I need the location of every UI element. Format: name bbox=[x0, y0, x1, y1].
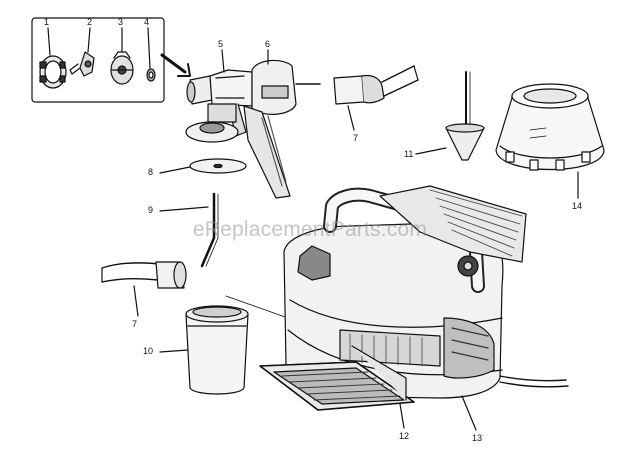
spray-gun bbox=[185, 59, 321, 199]
watermark-text: eReplacementParts.com bbox=[192, 218, 428, 241]
callout-11: 11 bbox=[404, 149, 414, 159]
part-14-cover bbox=[495, 83, 605, 199]
callout-10: 10 bbox=[143, 346, 154, 356]
callout-5: 5 bbox=[218, 39, 224, 49]
callout-13: 13 bbox=[472, 433, 483, 443]
nozzle-parts-inset bbox=[31, 17, 165, 103]
part-7-hose-end-top bbox=[333, 65, 419, 105]
callout-6: 6 bbox=[265, 39, 271, 49]
part-7-hose-bottom bbox=[101, 261, 187, 317]
callout-12: 12 bbox=[399, 431, 410, 441]
part-3-nozzle-body bbox=[110, 51, 134, 85]
part-8-gasket bbox=[189, 158, 247, 174]
callout-2: 2 bbox=[87, 17, 93, 27]
part-12-filter bbox=[259, 345, 415, 429]
turbine-base bbox=[283, 185, 569, 399]
part-11-strainer bbox=[415, 71, 485, 161]
part-10-cup bbox=[185, 305, 249, 395]
part-9-suction-tube bbox=[200, 192, 219, 268]
part-2-nozzle bbox=[69, 51, 95, 77]
callout-8: 8 bbox=[148, 167, 154, 177]
callout-7-bottom: 7 bbox=[132, 319, 138, 329]
callout-4: 4 bbox=[144, 17, 150, 27]
callout-3: 3 bbox=[118, 17, 124, 27]
part-4-seal bbox=[146, 68, 156, 82]
callout-7-top: 7 bbox=[353, 133, 359, 143]
callout-14: 14 bbox=[572, 201, 583, 211]
callout-9: 9 bbox=[148, 205, 154, 215]
part-1-air-cap bbox=[39, 55, 67, 89]
callout-1: 1 bbox=[44, 17, 50, 27]
